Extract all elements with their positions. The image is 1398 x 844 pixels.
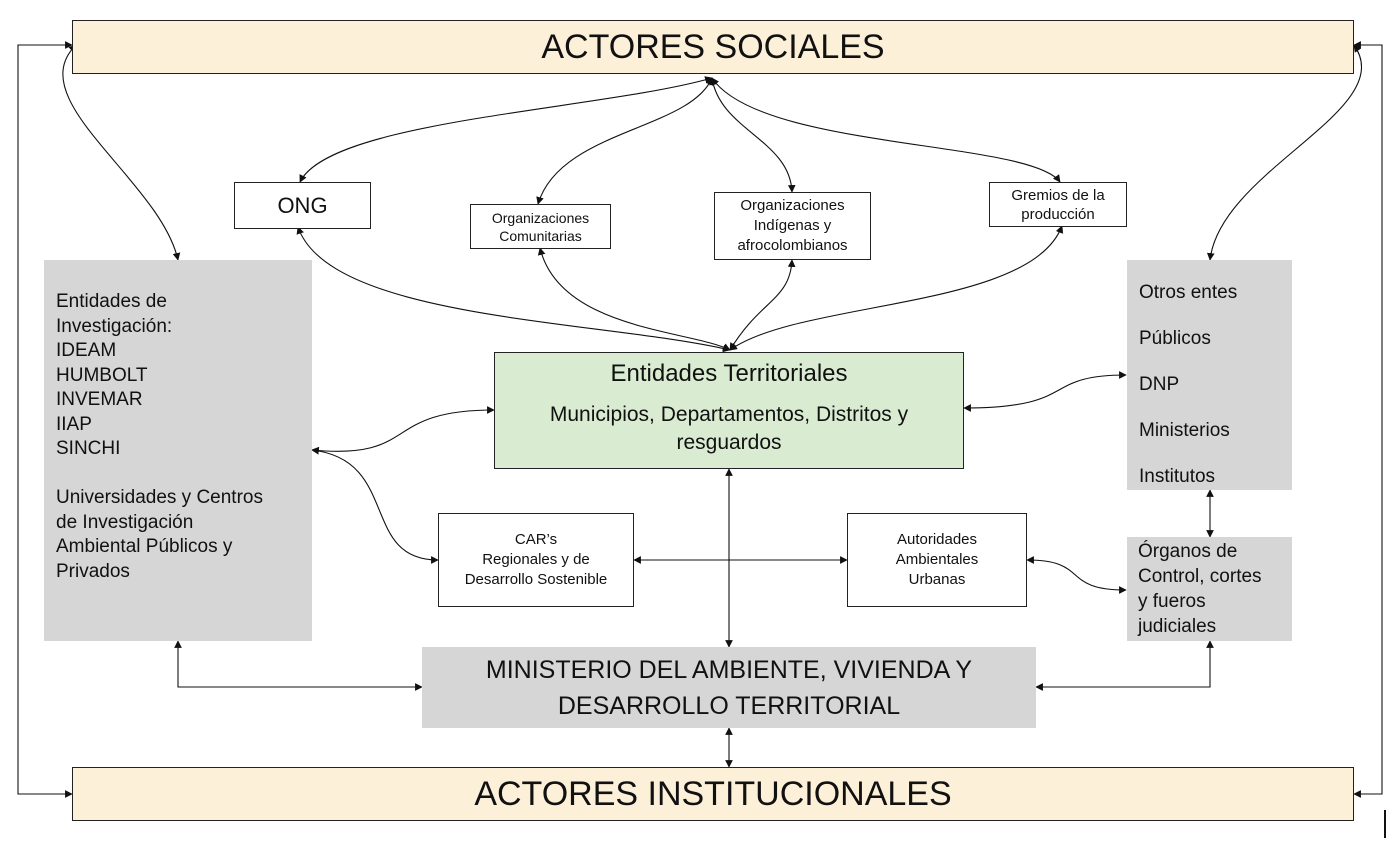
- edge-sociales-comunitarias: [536, 77, 713, 205]
- entidades-territoriales-box: Entidades Territoriales Municipios, Depa…: [494, 352, 964, 469]
- edge-outer-right: [1353, 41, 1383, 798]
- ministerio-line-2: DESARROLLO TERRITORIAL: [557, 691, 901, 720]
- org-indigenas-line-1: Organizaciones: [740, 197, 845, 214]
- edge-autoridades-organos: [1026, 556, 1127, 594]
- investigacion-line-9: Universidades y Centros: [56, 487, 263, 508]
- cars-line-2: Regionales y de: [482, 551, 590, 568]
- investigacion-line-10: de Investigación: [56, 511, 194, 533]
- otros-entes-line-4: Ministerios: [1139, 420, 1230, 441]
- otros-entes-line-1: Otros entes: [1139, 282, 1238, 303]
- edge-organos-ministerio: [1035, 640, 1214, 691]
- actores-institucionales-box: ACTORES INSTITUCIONALES: [72, 767, 1354, 821]
- investigacion-line-3: IDEAM: [56, 340, 117, 361]
- edge-sociales-indigenas: [709, 77, 796, 193]
- edge-sociales-ong: [299, 76, 713, 183]
- org-comunitarias-line-1: Organizaciones: [491, 209, 590, 226]
- territoriales-subtitle-line-2: resguardos: [676, 431, 782, 454]
- ministerio-line-1: MINISTERIO DEL AMBIENTE, VIVIENDA Y: [485, 655, 973, 684]
- autoridades-line-3: Urbanas: [908, 571, 966, 588]
- investigacion-line-6: IIAP: [56, 413, 92, 435]
- otros-entes-box: Otros entes Públicos DNP Ministerios Ins…: [1127, 260, 1292, 490]
- autoridades-line-1: Autoridades: [896, 531, 978, 548]
- edge-sociales-gremios: [711, 77, 1061, 183]
- entidades-investigacion-box: Entidades de Investigación: IDEAM HUMBOL…: [44, 260, 312, 641]
- otros-entes-line-5: Institutos: [1139, 466, 1216, 487]
- investigacion-line-7: SINCHI: [56, 438, 121, 459]
- investigacion-line-1: Entidades de: [56, 291, 167, 312]
- otros-entes-line-2: Públicos: [1139, 328, 1211, 349]
- cars-line-3: Desarrollo Sostenible: [464, 571, 608, 588]
- organos-line-4: judiciales: [1138, 616, 1217, 637]
- otros-entes-line-3: DNP: [1139, 374, 1180, 395]
- org-indigenas-line-2: Indígenas y: [753, 217, 832, 234]
- gremios-box: Gremios de la producción: [989, 182, 1127, 227]
- edge-investigacion-cars: [311, 446, 439, 564]
- investigacion-line-2: Investigación:: [56, 315, 173, 337]
- edge-sociales-otros: [1206, 44, 1363, 261]
- edge-sociales-investigacion: [62, 44, 181, 261]
- actores-sociales-label: ACTORES SOCIALES: [541, 27, 885, 66]
- ministerio-box: MINISTERIO DEL AMBIENTE, VIVIENDA Y DESA…: [422, 647, 1036, 728]
- gremios-line-2: producción: [1021, 205, 1095, 223]
- investigacion-line-5: INVEMAR: [56, 389, 143, 410]
- investigacion-line-4: HUMBOLT: [56, 364, 148, 386]
- cars-line-1: CAR’s: [514, 531, 558, 548]
- edge-outer-left: [17, 41, 73, 798]
- territoriales-subtitle-line-1: Municipios, Departamentos, Distritos y: [549, 403, 909, 426]
- organos-line-2: Control, cortes: [1138, 566, 1262, 587]
- organos-line-1: Órganos de: [1138, 541, 1238, 562]
- investigacion-line-11: Ambiental Públicos y: [56, 536, 233, 557]
- edge-territoriales-otros: [963, 371, 1127, 412]
- investigacion-line-12: Privados: [56, 560, 130, 582]
- org-comunitarias-box: Organizaciones Comunitarias: [470, 204, 611, 249]
- org-indigenas-line-3: afrocolombianos: [737, 237, 848, 254]
- edge-territoriales-gremios: [729, 225, 1064, 351]
- edge-investigacion-territoriales: [311, 406, 495, 455]
- autoridades-line-2: Ambientales: [895, 551, 979, 568]
- edge-investigacion-ministerio: [174, 640, 423, 691]
- territoriales-title: Entidades Territoriales: [610, 360, 848, 387]
- gremios-line-1: Gremios de la: [1011, 186, 1105, 204]
- cars-box: CAR’s Regionales y de Desarrollo Sosteni…: [438, 513, 634, 607]
- edge-territoriales-indigenas: [729, 259, 796, 351]
- actores-sociales-box: ACTORES SOCIALES: [72, 20, 1354, 74]
- ong-box: ONG: [234, 182, 371, 229]
- org-indigenas-box: Organizaciones Indígenas y afrocolombian…: [714, 192, 871, 260]
- organos-control-box: Órganos de Control, cortes y fueros judi…: [1127, 537, 1292, 641]
- ong-label: ONG: [277, 192, 328, 218]
- autoridades-box: Autoridades Ambientales Urbanas: [847, 513, 1027, 607]
- organos-line-3: y fueros: [1138, 591, 1206, 612]
- org-comunitarias-line-2: Comunitarias: [499, 227, 582, 244]
- actores-institucionales-label: ACTORES INSTITUCIONALES: [474, 774, 952, 813]
- edge-territoriales-comunitarias: [537, 247, 731, 351]
